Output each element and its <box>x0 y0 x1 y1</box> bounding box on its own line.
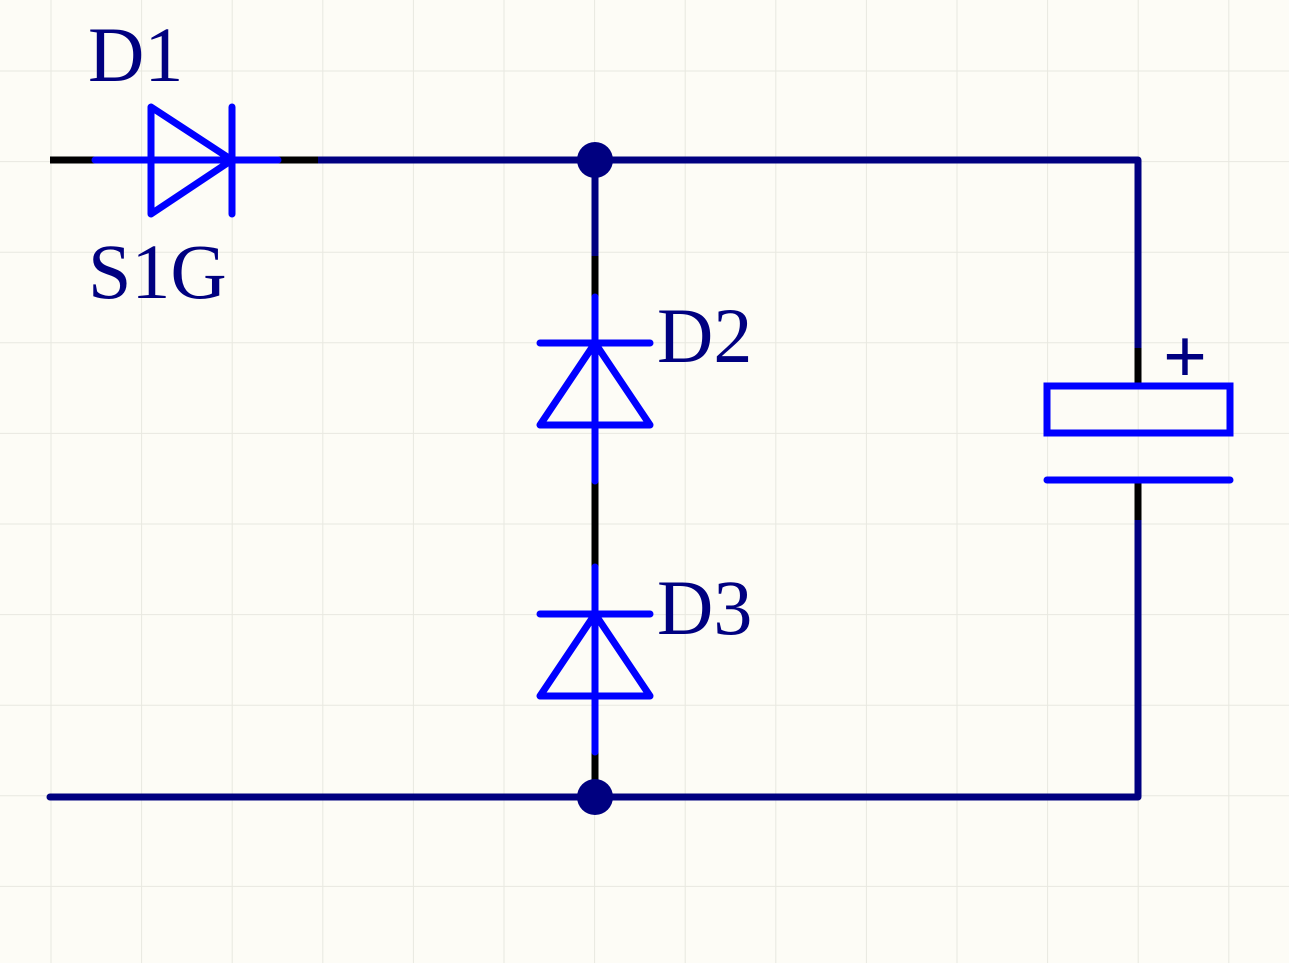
d1-designator[interactable]: D1 <box>88 11 183 98</box>
d1-triangle <box>147 103 236 218</box>
diode-d2[interactable] <box>536 293 654 485</box>
d2-designator[interactable]: D2 <box>657 292 752 379</box>
capacitor-c1[interactable] <box>1043 382 1234 484</box>
d2-triangle <box>536 339 654 429</box>
c1-polarity-mark: + <box>1163 313 1207 400</box>
junction-top <box>577 142 613 178</box>
wire-top-right[interactable] <box>591 156 1142 352</box>
c1-positive-plate <box>1043 382 1234 437</box>
d1-value[interactable]: S1G <box>88 228 227 315</box>
d3-triangle <box>536 610 654 700</box>
d3-designator[interactable]: D3 <box>657 564 752 651</box>
diode-d1[interactable] <box>91 103 282 218</box>
junctions <box>577 142 613 815</box>
wire-bottom[interactable] <box>46 516 1142 801</box>
junction-bottom <box>577 779 613 815</box>
diode-d3[interactable] <box>536 563 654 756</box>
